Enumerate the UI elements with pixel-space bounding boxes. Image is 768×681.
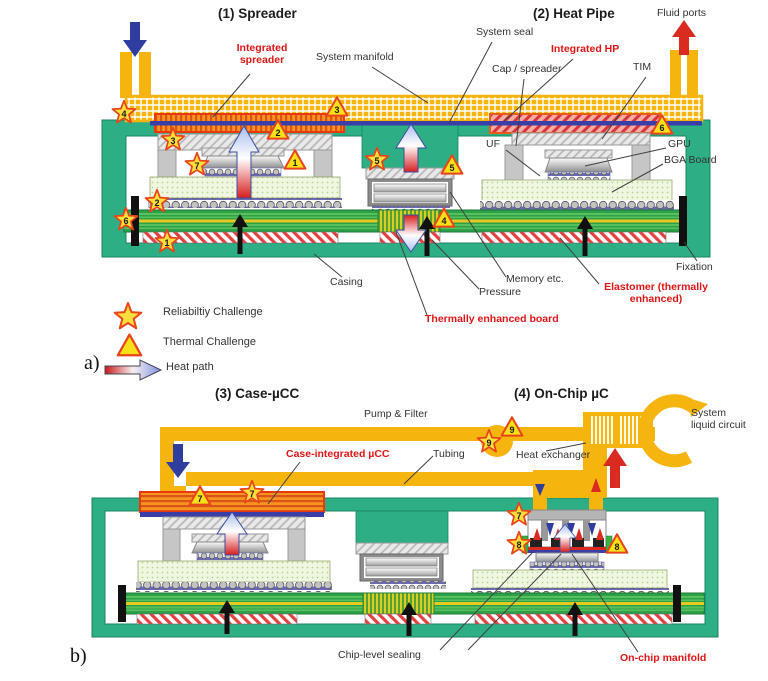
fluid-ports-label: Fluid ports (657, 7, 707, 19)
integrated-hp-label: Integrated HP (551, 43, 620, 55)
pressure-arrows-b (219, 600, 583, 636)
casing-label: Casing (330, 276, 363, 288)
elastomer-pads-b (136, 613, 673, 625)
heat-exchanger-label: Heat exchanger (516, 449, 591, 461)
tim-label: TIM (633, 61, 652, 73)
cap-spreader-label: Cap / spreader (492, 63, 562, 75)
reliability-marker-5: 5 (364, 146, 390, 172)
panel-b-letter: b) (70, 645, 87, 667)
leader-lines-a (212, 41, 698, 316)
panel-b-casing (91, 497, 719, 638)
fixation-bars-b (118, 585, 681, 622)
thermal-marker-1: 1 (283, 147, 307, 171)
thermal-marker-2: 2 (266, 117, 290, 141)
thermal-marker-8: 8 (605, 531, 629, 555)
tubing-loop (160, 394, 708, 512)
tubing-flow-arrows (166, 444, 627, 496)
integrated-spreader-label: Integrated spreader (236, 42, 288, 66)
heat-path-legend-arrow (104, 359, 163, 381)
heat-path-arrows-b (216, 511, 577, 556)
system-liquid-circuit-arrow (637, 394, 699, 468)
thermal-marker-9: 9 (500, 414, 524, 438)
heat-path-arrows-a (228, 123, 427, 253)
fixation-bars-a (131, 196, 687, 246)
reliability-marker-7: 7 (184, 151, 210, 177)
leader-lines-b (267, 442, 639, 653)
thermal-marker-5: 5 (440, 152, 464, 176)
memory-etc-label: Memory etc. (506, 273, 564, 285)
system-liquid-circuit-label: System liquid circuit (691, 407, 746, 431)
thermal-marker-4: 4 (432, 205, 456, 229)
panel-a-title-heat-pipe: (2) Heat Pipe (533, 6, 615, 21)
reliability-marker-4: 4 (111, 99, 137, 125)
reliability-marker-6: 6 (113, 206, 139, 232)
chip-level-sealing-label: Chip-level sealing (338, 649, 421, 661)
bga-board-label: BGA Board (664, 154, 717, 166)
memory-stack-b (355, 542, 449, 589)
reliability-marker-8: 8 (506, 530, 532, 556)
on-chip-manifold-stack (471, 509, 669, 597)
thermal-marker-7: 7 (188, 483, 212, 507)
reliability-marker-7b: 7 (239, 479, 265, 505)
legend-heat-path-label: Heat path (166, 361, 214, 373)
pressure-arrows-a (232, 214, 593, 256)
system-manifold-shape (120, 50, 704, 123)
thermal-marker-6: 6 (650, 112, 674, 136)
legend-reliability-label: Reliabiltiy Challenge (163, 306, 263, 318)
panel-a-title-spreader: (1) Spreader (218, 6, 297, 21)
legend-thermal-label: Thermal Challenge (163, 336, 256, 348)
system-seal-line (150, 121, 702, 126)
on-chip-manifold-label: On-chip manifold (620, 652, 707, 664)
gpu-stack-heat-pipe (480, 132, 674, 210)
pcb-board-b (125, 592, 705, 615)
reliability-marker-9: 9 (476, 428, 502, 454)
fluid-port-arrows (123, 20, 696, 57)
panel-b-title-case-ucc: (3) Case-µCC (215, 386, 300, 401)
reliability-marker-3: 3 (160, 126, 186, 152)
thermal-marker-3: 3 (325, 94, 349, 118)
uf-label: UF (486, 138, 500, 150)
panel-b-title-on-chip: (4) On-Chip µC (514, 386, 609, 401)
elastomer-label: Elastomer (thermally enhanced) (604, 281, 708, 305)
reliability-marker-7c: 7 (506, 501, 532, 527)
reliability-marker-2: 2 (144, 188, 170, 214)
reliability-challenge-icon (113, 301, 143, 331)
system-manifold-label: System manifold (316, 51, 394, 63)
system-seal-label: System seal (476, 26, 534, 38)
gpu-label: GPU (668, 138, 691, 150)
panel-a-letter: a) (84, 352, 100, 374)
pressure-label: Pressure (479, 286, 522, 298)
thermally-enhanced-board-label: Thermally enhanced board (425, 313, 559, 325)
tubing-label: Tubing (433, 448, 465, 460)
case-integrated-ucc-label: Case-integrated µCC (286, 448, 390, 460)
pump-filter-label: Pump & Filter (364, 408, 428, 420)
fixation-label: Fixation (676, 261, 713, 273)
thermal-challenge-icon (116, 331, 143, 358)
reliability-marker-1: 1 (154, 228, 180, 254)
